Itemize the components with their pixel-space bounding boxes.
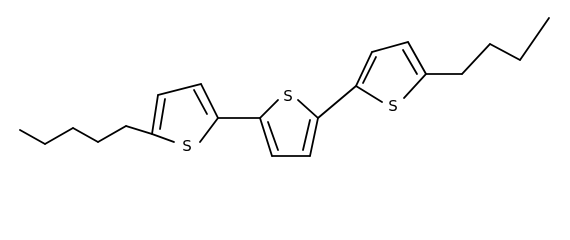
bond [199, 117, 219, 143]
bond [407, 41, 427, 75]
sulfur-atom-middle: S [283, 87, 293, 105]
bond [97, 125, 127, 143]
bond [259, 117, 273, 157]
bond [193, 89, 208, 115]
bond [402, 49, 418, 75]
bond [461, 43, 491, 75]
bond [157, 83, 202, 96]
bond [519, 17, 550, 61]
bond [355, 51, 373, 87]
bond [159, 98, 166, 130]
bond [267, 121, 279, 151]
bond [371, 41, 409, 53]
bond [19, 129, 46, 145]
left-butyl-chain [19, 125, 153, 145]
bond [151, 94, 159, 135]
bond [72, 127, 99, 143]
bond [489, 43, 521, 61]
right-butyl-chain [425, 17, 550, 75]
bond [44, 127, 74, 145]
sulfur-atom-right: S [388, 97, 398, 115]
bond [259, 99, 279, 119]
right-thiophene-ring: S [355, 41, 427, 115]
bond [151, 133, 175, 143]
bond [362, 56, 377, 84]
left-thiophene-ring: S [151, 83, 219, 155]
middle-thiophene-ring: S [259, 87, 319, 157]
bond [125, 125, 153, 135]
chemical-structure-diagram: S S S [19, 17, 550, 157]
bond [309, 117, 319, 157]
inter-ring-bond-right [317, 85, 357, 119]
bond [355, 85, 383, 103]
bond [297, 99, 319, 119]
bond [200, 83, 219, 119]
bond [403, 73, 427, 99]
bond [302, 119, 311, 151]
sulfur-atom-left: S [182, 137, 192, 155]
